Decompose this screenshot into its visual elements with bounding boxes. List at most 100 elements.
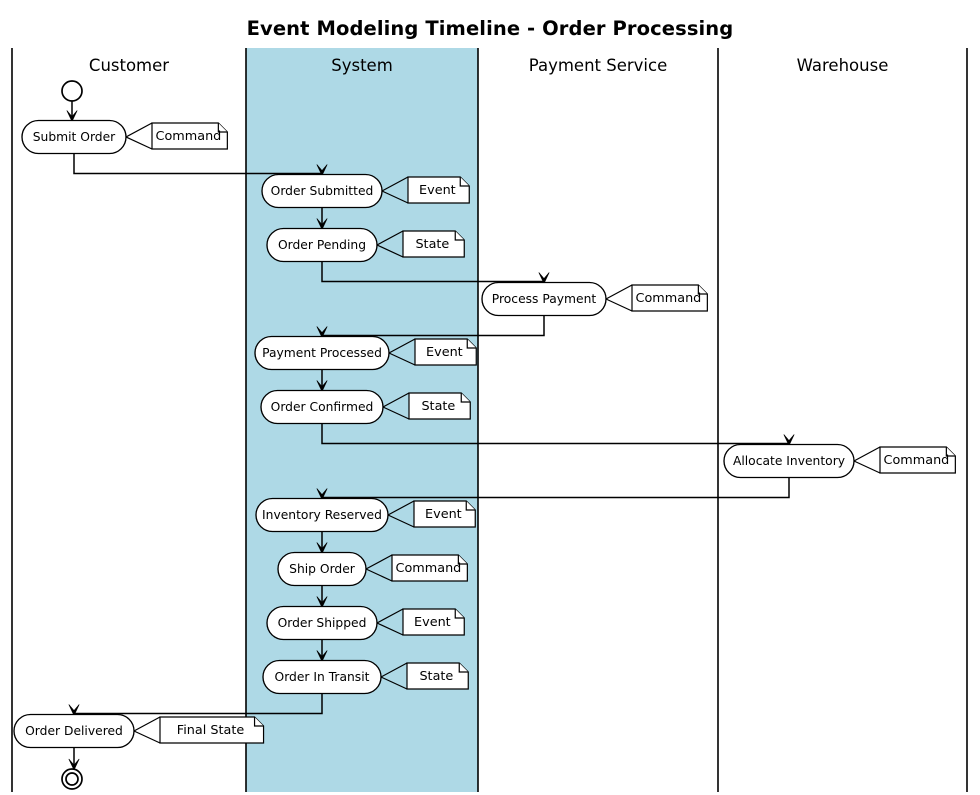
notes-group: CommandEventStateCommandEventStateComman… — [125, 122, 956, 744]
activity-node-label: Order Delivered — [25, 724, 123, 738]
note-body — [413, 500, 476, 528]
activity-node-inventory-reserved[interactable]: Inventory Reserved — [255, 497, 389, 533]
note-fold-corner — [459, 177, 470, 187]
note-label: Command — [396, 561, 462, 576]
activity-node-order-delivered[interactable]: Order Delivered — [13, 713, 135, 749]
note-fold-corner — [253, 717, 264, 727]
note-body — [408, 392, 471, 420]
activity-node-payment-processed[interactable]: Payment Processed — [254, 335, 390, 371]
note-label: Command — [636, 291, 702, 306]
note-leader-line — [380, 662, 408, 690]
lane-header-warehouse: Warehouse — [797, 56, 889, 75]
note-leader-line — [387, 500, 415, 528]
note-order-in-transit[interactable]: State — [380, 662, 469, 690]
activity-node-label: Payment Processed — [262, 346, 382, 360]
edge-ship-order-to-order-shipped-arrow — [316, 596, 328, 609]
activity-node-allocate-inventory[interactable]: Allocate Inventory — [723, 443, 855, 479]
edge-process-payment-to-payment-proc-arrow — [316, 326, 328, 339]
note-leader-line — [381, 176, 409, 204]
note-label: Final State — [177, 723, 245, 738]
note-order-submitted[interactable]: Event — [381, 176, 470, 204]
initial-node-icon — [61, 80, 83, 102]
lane-separators-group — [11, 48, 968, 792]
note-allocate-inventory[interactable]: Command — [853, 446, 956, 474]
edge-order-confirmed-to-allocate-inv-arrow — [783, 434, 795, 447]
edge-submit-to-order-submitted-arrow — [316, 164, 328, 177]
note-label: Command — [156, 129, 222, 144]
note-label: Event — [425, 507, 462, 522]
note-order-confirmed[interactable]: State — [382, 392, 471, 420]
note-leader-line — [133, 716, 161, 744]
activity-node-order-submitted[interactable]: Order Submitted — [261, 173, 383, 209]
note-label: State — [419, 669, 453, 684]
activity-node-label: Order Confirmed — [271, 400, 374, 414]
lane-headers-group: Customer System Payment Service Warehouse — [89, 56, 888, 75]
note-body — [879, 446, 956, 474]
edge-order-submitted-to-order-pending-arrow — [316, 218, 328, 231]
edge-order-shipped-to-order-in-transit-arrow — [316, 650, 328, 663]
lane-header-payment-service: Payment Service — [529, 56, 667, 75]
edge-order-in-transit-to-delivered-arrow — [68, 704, 80, 717]
note-label: Event — [414, 615, 451, 630]
note-label: State — [415, 237, 449, 252]
activity-node-label: Process Payment — [492, 292, 597, 306]
lane-header-customer: Customer — [89, 56, 169, 75]
activity-node-label: Order Shipped — [278, 616, 367, 630]
activity-node-order-shipped[interactable]: Order Shipped — [266, 605, 378, 641]
note-fold-corner — [465, 501, 476, 511]
note-inventory-reserved[interactable]: Event — [387, 500, 476, 528]
edge-payment-proc-to-order-confirmed-arrow — [316, 380, 328, 393]
note-payment-processed[interactable]: Event — [388, 338, 477, 366]
note-body — [414, 338, 477, 366]
markers-group — [61, 80, 83, 790]
page-title: Event Modeling Timeline - Order Processi… — [247, 17, 734, 40]
note-submit-order[interactable]: Command — [125, 122, 228, 150]
note-body — [151, 122, 228, 150]
activity-node-order-confirmed[interactable]: Order Confirmed — [260, 389, 384, 425]
activity-node-submit-order[interactable]: Submit Order — [21, 119, 127, 155]
note-label: State — [421, 399, 455, 414]
edge-inventory-res-to-ship-order-arrow — [316, 542, 328, 555]
note-leader-line — [376, 230, 404, 258]
note-fold-corner — [454, 231, 465, 241]
activity-node-label: Ship Order — [289, 562, 356, 576]
note-leader-line — [376, 608, 404, 636]
note-process-payment[interactable]: Command — [605, 284, 708, 312]
activity-node-ship-order[interactable]: Ship Order — [277, 551, 367, 587]
note-fold-corner — [454, 609, 465, 619]
note-leader-line — [125, 122, 153, 150]
note-fold-corner — [460, 393, 471, 403]
note-label: Event — [426, 345, 463, 360]
lane-header-system: System — [331, 56, 393, 75]
note-leader-line — [365, 554, 393, 582]
note-order-delivered[interactable]: Final State — [133, 716, 265, 744]
note-body — [631, 284, 708, 312]
note-ship-order[interactable]: Command — [365, 554, 468, 582]
activity-node-order-pending[interactable]: Order Pending — [266, 227, 378, 263]
edge-start-submit-arrow — [66, 110, 78, 123]
note-body — [391, 554, 468, 582]
activity-node-label: Allocate Inventory — [733, 454, 845, 468]
note-order-shipped[interactable]: Event — [376, 608, 465, 636]
note-leader-line — [388, 338, 416, 366]
note-order-pending[interactable]: State — [376, 230, 465, 258]
note-fold-corner — [458, 663, 469, 673]
activity-node-label: Submit Order — [33, 130, 116, 144]
activity-node-label: Order In Transit — [275, 670, 370, 684]
note-leader-line — [382, 392, 410, 420]
note-body — [407, 176, 470, 204]
activity-node-label: Order Submitted — [271, 184, 374, 198]
edge-delivered-to-final-arrow — [68, 758, 80, 771]
note-fold-corner — [945, 447, 956, 457]
activity-node-process-payment[interactable]: Process Payment — [481, 281, 607, 317]
edge-allocate-inv-to-inventory-res-arrow — [316, 488, 328, 501]
note-leader-line — [853, 446, 881, 474]
activity-node-label: Inventory Reserved — [262, 508, 382, 522]
note-fold-corner — [457, 555, 468, 565]
note-body — [402, 230, 465, 258]
activity-node-order-in-transit[interactable]: Order In Transit — [262, 659, 382, 695]
note-fold-corner — [217, 123, 228, 133]
